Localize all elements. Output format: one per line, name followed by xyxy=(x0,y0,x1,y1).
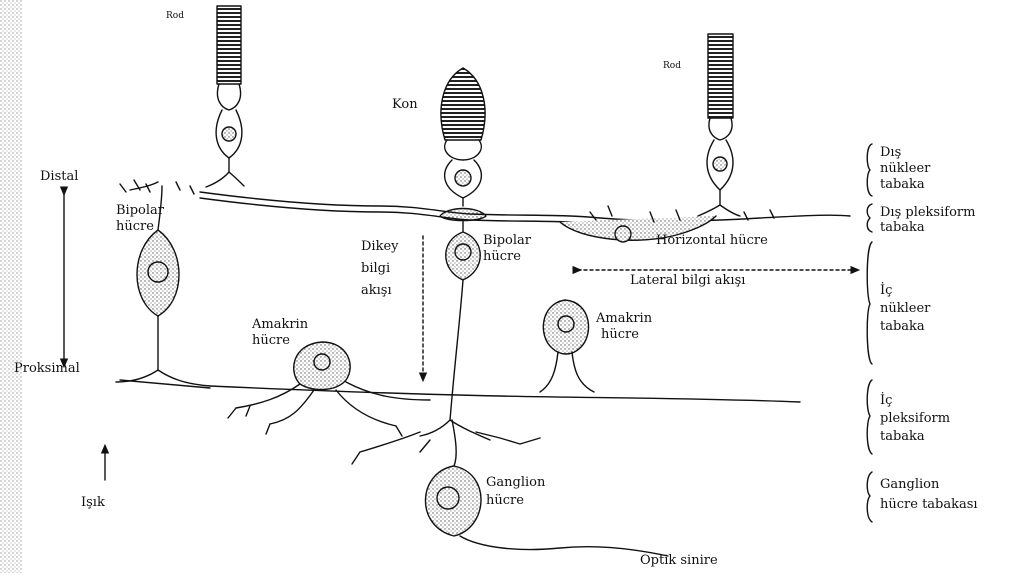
bracket-inner-nuclear xyxy=(867,242,872,364)
bipolar-left-label-1: Bipolar xyxy=(116,204,164,218)
rod-left-label: Rod xyxy=(166,12,184,21)
amacrine-right xyxy=(540,300,594,392)
layer-inner-plexiform-2: pleksiform xyxy=(880,412,950,426)
vertical-flow-label-1: Dikey xyxy=(361,240,399,254)
layer-outer-plexiform-2: tabaka xyxy=(880,221,925,235)
rod-left xyxy=(206,6,244,187)
vertical-flow-label-3: akışı xyxy=(361,284,392,298)
amacrine-left xyxy=(228,342,430,436)
bipolar-mid-label-2: hücre xyxy=(483,250,521,264)
edge-texture xyxy=(0,0,22,573)
distal-label: Distal xyxy=(40,170,78,184)
layer-ganglion-2: hücre tabakası xyxy=(880,498,978,512)
layer-outer-plexiform-1: Dış pleksiform xyxy=(880,206,975,220)
layer-outer-nuclear-1: Dış xyxy=(880,146,901,160)
outer-plexiform-line xyxy=(200,192,850,221)
ganglion-label-2: hücre xyxy=(486,494,524,508)
optic-nerve-label: Optik sinire xyxy=(640,554,718,568)
proximal-label: Proksimal xyxy=(14,362,80,376)
bipolar-mid-label-1: Bipolar xyxy=(483,234,531,248)
rod-right-label: Rod xyxy=(663,62,681,71)
vertical-flow-label-2: bilgi xyxy=(361,262,390,276)
bipolar-left-label-2: hücre xyxy=(116,220,154,234)
layer-inner-plexiform-3: tabaka xyxy=(880,430,925,444)
horizontal-cell-label: Horizontal hücre xyxy=(656,234,768,248)
amacrine-left-label-2: hücre xyxy=(252,334,290,348)
light-label: Işık xyxy=(81,496,105,510)
layer-outer-nuclear-3: tabaka xyxy=(880,178,925,192)
layer-ganglion-1: Ganglion xyxy=(880,478,939,492)
ganglion-label-1: Ganglion xyxy=(486,476,545,490)
amacrine-right-label-1: Amakrin xyxy=(596,312,652,326)
cone-cell xyxy=(440,68,486,221)
bracket-ganglion xyxy=(867,472,872,522)
bracket-outer-nuclear xyxy=(867,144,872,196)
amacrine-left-label-1: Amakrin xyxy=(252,318,308,332)
layer-inner-nuclear-2: nükleer xyxy=(880,302,930,316)
inner-plexiform-line xyxy=(210,386,800,402)
amacrine-right-label-2: hücre xyxy=(601,328,639,342)
layer-inner-nuclear-3: tabaka xyxy=(880,320,925,334)
layer-inner-nuclear-1: İç xyxy=(880,284,892,298)
bipolar-middle xyxy=(420,220,490,440)
cone-label: Kon xyxy=(392,98,418,112)
layer-outer-nuclear-2: nükleer xyxy=(880,162,930,176)
lateral-flow-label: Lateral bilgi akışı xyxy=(630,274,745,288)
bracket-inner-plexiform xyxy=(867,380,872,454)
rod-right xyxy=(698,34,740,216)
bracket-outer-plexiform xyxy=(867,204,872,232)
layer-inner-plexiform-1: İç xyxy=(880,394,892,408)
